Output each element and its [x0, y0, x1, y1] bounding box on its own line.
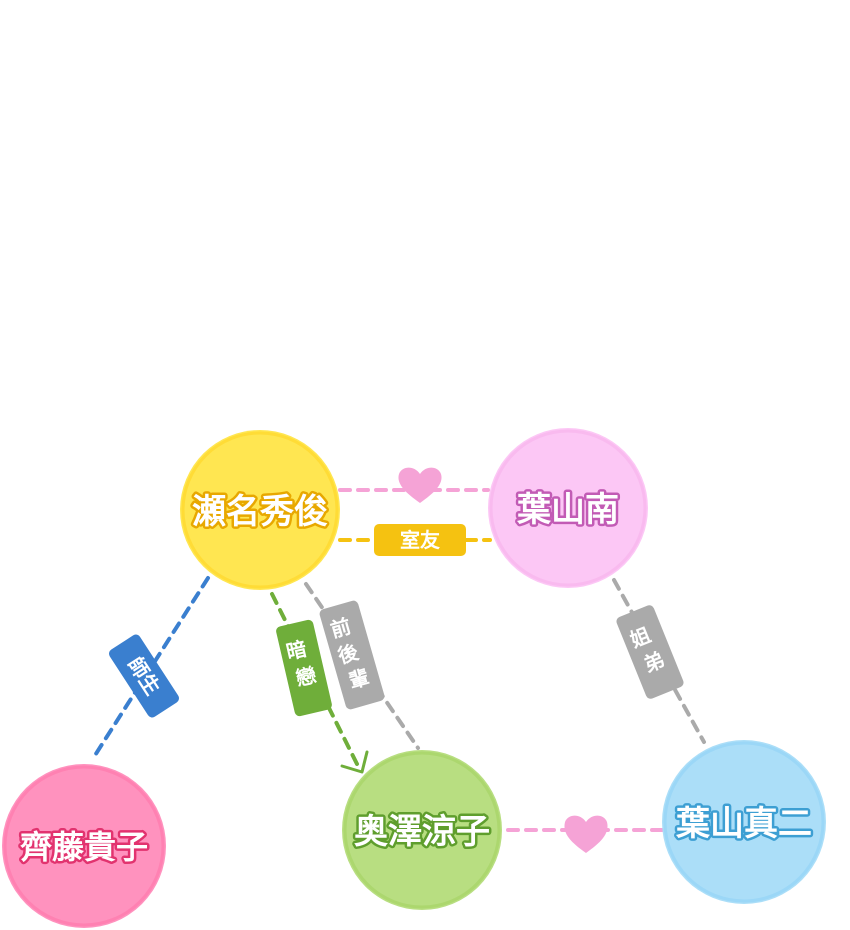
relation-ryoko-shinji-love — [506, 815, 664, 853]
arrow-head-icon — [340, 750, 369, 774]
senpai-tag — [319, 600, 385, 710]
crush-label: 暗 戀 — [284, 635, 322, 692]
senpai-label: 前 後 輩 — [328, 612, 375, 694]
node-saito[interactable]: 齊藤貴子 — [2, 764, 166, 928]
node-shinji-name: 葉山真二 — [675, 804, 812, 844]
node-sena-name: 瀬名秀俊 — [192, 492, 328, 532]
roommate-tag — [374, 524, 466, 556]
relation-sena-minami-love — [338, 467, 490, 503]
relation-sena-ryoko-crush: 暗 戀 — [270, 592, 369, 774]
node-minami[interactable]: 葉山南 — [488, 428, 648, 588]
node-shinji[interactable]: 葉山真二 — [662, 740, 826, 904]
relation-minami-shinji: 姐 弟 — [612, 578, 706, 744]
node-ryoko-name: 奥澤涼子 — [354, 812, 490, 852]
heart-icon — [398, 467, 442, 503]
relation-sena-minami-roommate: 室友 — [338, 524, 492, 556]
relation-sena-saito: 師生 — [90, 576, 210, 762]
node-minami-name: 葉山南 — [516, 490, 619, 530]
siblings-tag — [616, 605, 684, 699]
crush-tag — [276, 619, 332, 717]
relation-sena-ryoko-senpai: 前 後 輩 — [304, 582, 420, 750]
node-ryoko[interactable]: 奥澤涼子 — [342, 750, 502, 910]
node-sena[interactable]: 瀬名秀俊 — [180, 430, 340, 590]
teacher-student-tag — [109, 634, 179, 718]
node-saito-name: 齊藤貴子 — [20, 828, 148, 866]
roommate-label: 室友 — [400, 528, 440, 552]
heart-icon — [564, 815, 608, 853]
